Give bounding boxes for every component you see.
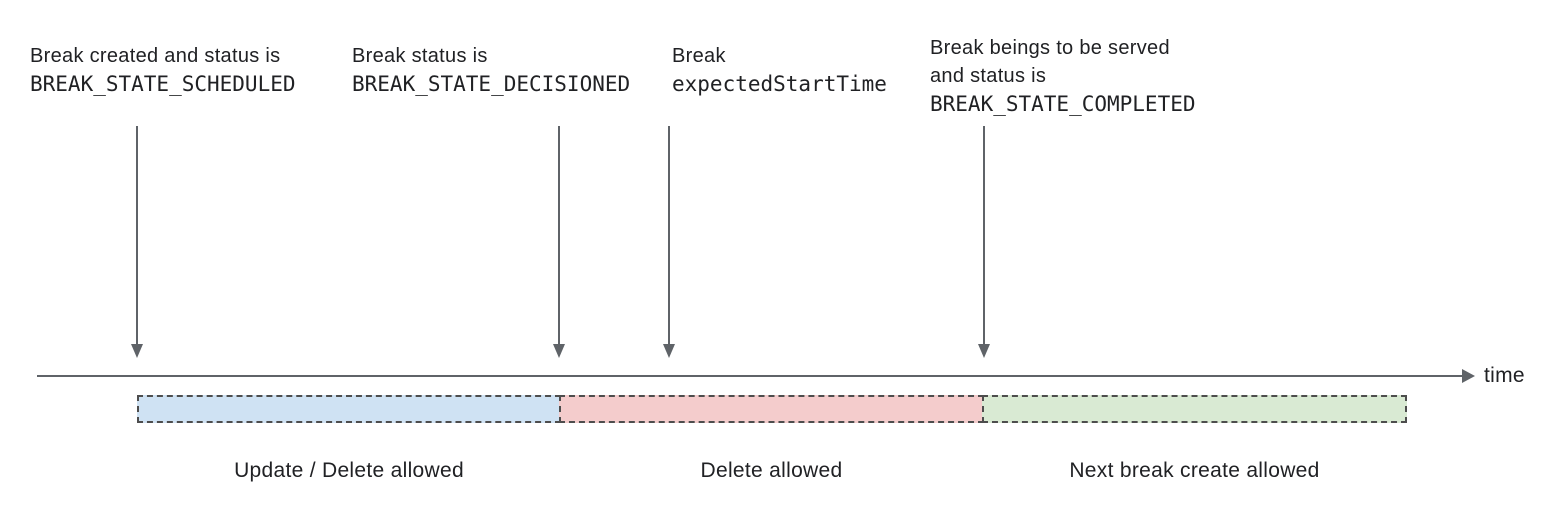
segment-delete-allowed [559, 395, 984, 423]
annotation-expected-start-time: Break expectedStartTime [672, 42, 887, 98]
annotation-arrow-4 [983, 126, 985, 344]
annotation-arrow-3 [668, 126, 670, 344]
annotation-text: Break beings to be served [930, 37, 1170, 59]
annotation-text: Break [672, 45, 726, 67]
annotation-text: Break status is [352, 45, 488, 67]
segment-update-delete-allowed [137, 395, 561, 423]
annotation-code: expectedStartTime [672, 72, 887, 96]
annotation-text: Break created and status is [30, 45, 281, 67]
annotation-code: BREAK_STATE_SCHEDULED [30, 72, 296, 96]
annotation-break-decisioned: Break status is BREAK_STATE_DECISIONED [352, 42, 630, 98]
annotation-break-completed: Break beings to be served and status is … [930, 34, 1196, 118]
annotation-break-scheduled: Break created and status is BREAK_STATE_… [30, 42, 296, 98]
timeline-arrowhead-icon [1462, 369, 1475, 383]
down-arrowhead-icon [663, 344, 675, 358]
annotation-code: BREAK_STATE_COMPLETED [930, 92, 1196, 116]
annotation-code: BREAK_STATE_DECISIONED [352, 72, 631, 96]
down-arrowhead-icon [131, 344, 143, 358]
annotation-arrow-2 [558, 126, 560, 344]
timeline-axis-label: time [1484, 364, 1525, 387]
annotation-arrow-1 [136, 126, 138, 344]
segment-next-break-create-allowed [982, 395, 1407, 423]
segment-label-update-delete: Update / Delete allowed [234, 459, 464, 482]
down-arrowhead-icon [978, 344, 990, 358]
segment-label-next-break-create: Next break create allowed [1069, 459, 1320, 482]
annotation-text: and status is [930, 65, 1047, 87]
timeline-axis [37, 375, 1462, 377]
segment-label-delete: Delete allowed [700, 459, 843, 482]
down-arrowhead-icon [553, 344, 565, 358]
